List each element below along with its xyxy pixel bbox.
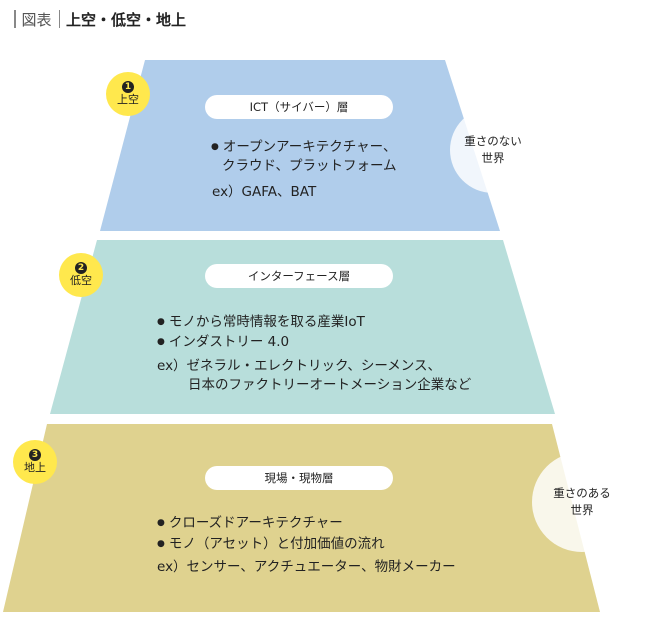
layer-3-number: 3 bbox=[29, 449, 41, 462]
layer-2-example-cont: 日本のファクトリーオートメーション企業など bbox=[188, 377, 472, 393]
layer-2-number: 2 bbox=[75, 262, 87, 275]
header-divider bbox=[58, 10, 61, 28]
weighted-line-2: 世界 bbox=[570, 503, 594, 517]
figure-tag: 図表 bbox=[21, 10, 52, 29]
weightless-line-2: 世界 bbox=[481, 151, 505, 165]
layer-3-label: 地上 bbox=[24, 461, 46, 475]
layer-3-item-2: モノ（アセット）と付加価値の流れ bbox=[157, 534, 385, 556]
weightless-line-1: 重さのない bbox=[464, 133, 522, 148]
layer-1-number: 1 bbox=[122, 81, 134, 94]
header-divider bbox=[14, 10, 16, 28]
layer-2-item-2: インダストリー 4.0 bbox=[157, 332, 289, 354]
layer-2-name-pill: インターフェース層 bbox=[205, 264, 393, 288]
layer-2-example: ex）ゼネラル・エレクトリック、シーメンス、 bbox=[157, 358, 442, 374]
layer-1-label: 上空 bbox=[117, 93, 139, 107]
weighted-world-circle: 重さのある 世界 bbox=[532, 452, 632, 552]
layer-3-example: ex）センサー、アクチュエーター、物財メーカー bbox=[157, 559, 456, 575]
layer-3-name-pill: 現場・現物層 bbox=[205, 466, 393, 490]
layer-2-item-1: モノから常時情報を取る産業IoT bbox=[157, 312, 365, 334]
layer-2-badge: 2 低空 bbox=[59, 253, 103, 297]
figure-title: 上空・低空・地上 bbox=[66, 10, 187, 29]
layer-1-item-1: オープンアーキテクチャー、 bbox=[211, 137, 397, 159]
layer-3-badge: 3 地上 bbox=[13, 440, 57, 484]
layer-2-label: 低空 bbox=[70, 274, 92, 288]
figure-header: 図表 上空・低空・地上 bbox=[14, 8, 186, 30]
layer-3-item-1: クローズドアーキテクチャー bbox=[157, 513, 343, 535]
layer-1-example: ex）GAFA、BAT bbox=[212, 184, 317, 200]
weighted-line-1: 重さのある bbox=[553, 485, 611, 500]
layer-1-item-1-cont: クラウド、プラットフォーム bbox=[222, 158, 397, 174]
layer-1-badge: 1 上空 bbox=[106, 72, 150, 116]
layer-1-name-pill: ICT（サイバー）層 bbox=[205, 95, 393, 119]
weightless-world-circle: 重さのない 世界 bbox=[450, 107, 536, 193]
